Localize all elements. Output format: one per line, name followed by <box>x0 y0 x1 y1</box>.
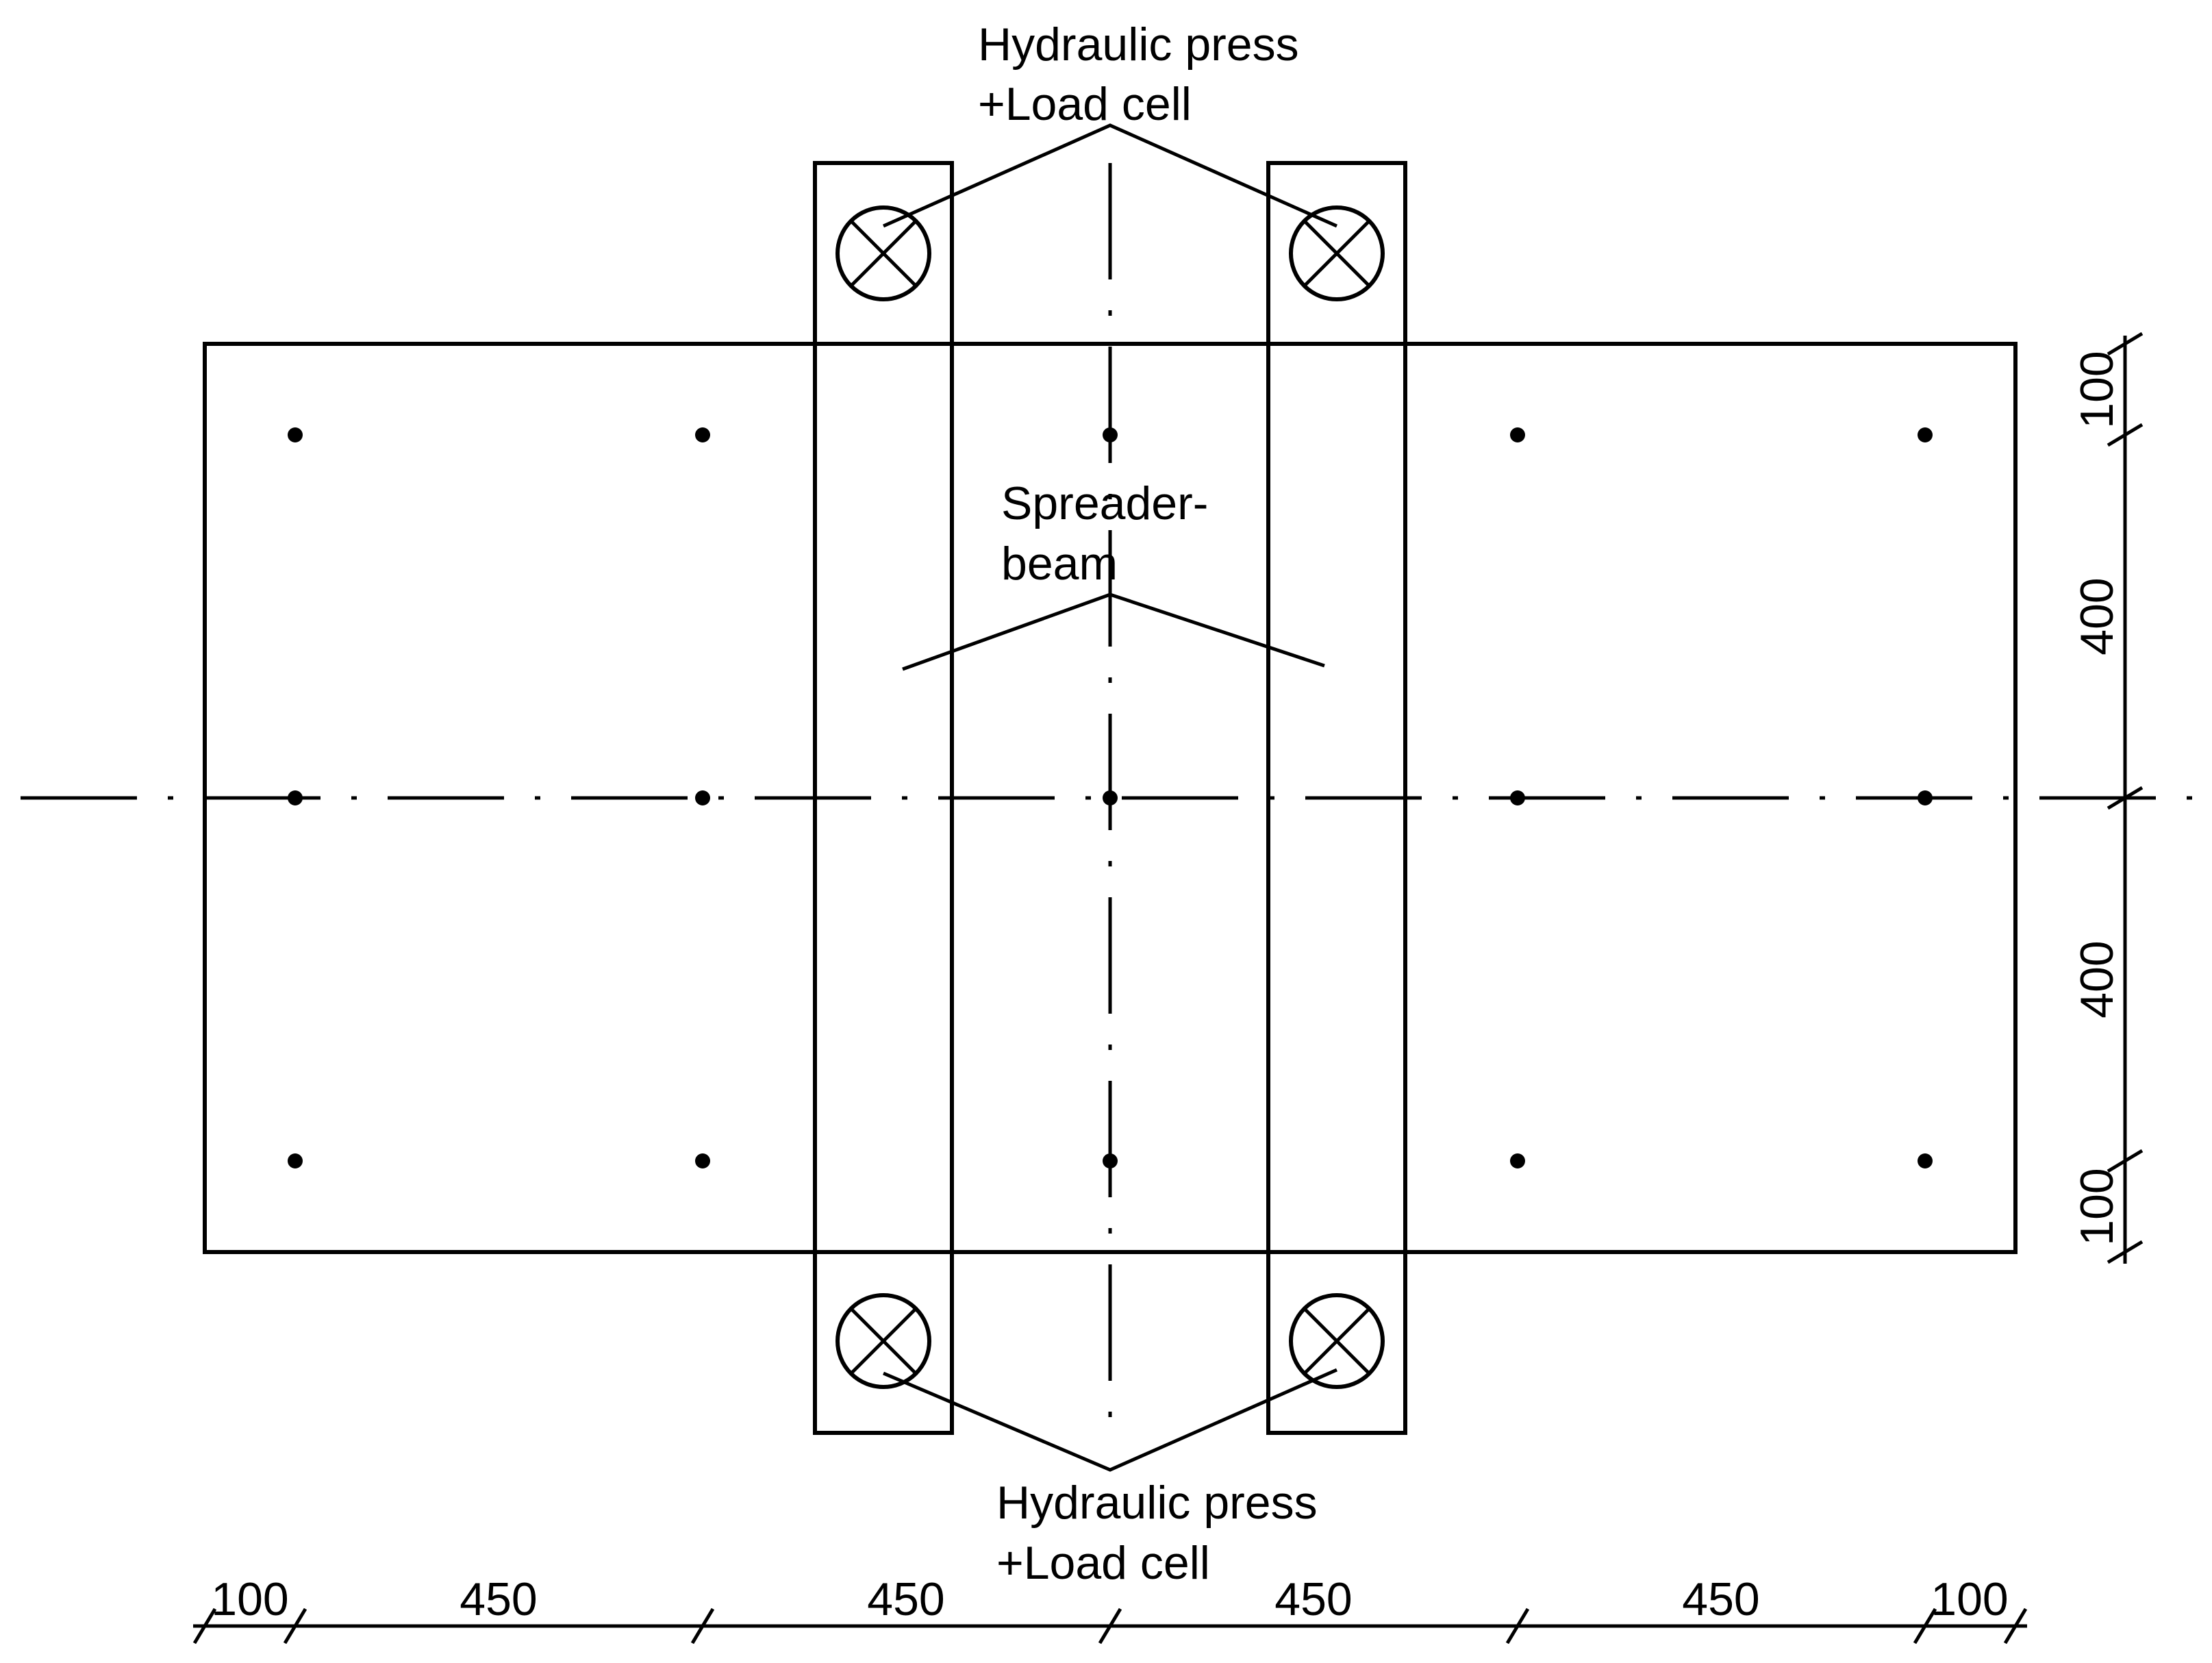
dim-bottom-5: 450 <box>1682 1573 1759 1625</box>
label-bottom-press-2: +Load cell <box>996 1537 1210 1589</box>
dot-icon <box>1918 427 1933 442</box>
dot-icon <box>1510 1153 1525 1168</box>
circle-cross-icon <box>835 205 931 301</box>
label-spreader-1: Spreader- <box>1001 477 1208 529</box>
dot-icon <box>288 427 303 442</box>
dot-icon <box>1510 790 1525 805</box>
label-bottom-press-1: Hydraulic press <box>996 1477 1318 1529</box>
dim-right-4: 100 <box>2071 1168 2123 1245</box>
dot-icon <box>695 790 710 805</box>
dimension-chain-right: 100 400 400 100 <box>2071 332 2144 1264</box>
dot-icon <box>1510 427 1525 442</box>
dimension-chain-bottom: 100 450 450 450 450 100 <box>192 1573 2028 1645</box>
dot-icon <box>1103 1153 1118 1168</box>
dim-right-2: 400 <box>2071 577 2123 655</box>
circle-cross-icon <box>835 1293 931 1389</box>
press-top-left <box>835 205 931 301</box>
leader-bottom-press <box>883 1368 1338 1472</box>
dot-icon <box>288 790 303 805</box>
dot-icon <box>1103 790 1118 805</box>
leader-top-press <box>882 123 1338 228</box>
press-bottom-right <box>1289 1293 1385 1389</box>
circle-cross-icon <box>1289 1293 1385 1389</box>
dim-right-1: 100 <box>2071 351 2123 428</box>
measurement-points <box>288 427 1933 1168</box>
dot-icon <box>1918 1153 1933 1168</box>
dot-icon <box>695 1153 710 1168</box>
press-top-right <box>1289 205 1385 301</box>
dot-icon <box>695 427 710 442</box>
dim-bottom-3: 450 <box>867 1573 944 1625</box>
label-top-press-1: Hydraulic press <box>978 18 1299 71</box>
dim-bottom-4: 450 <box>1274 1573 1352 1625</box>
dim-bottom-6: 100 <box>1931 1573 2008 1625</box>
dim-bottom-2: 450 <box>460 1573 537 1625</box>
dot-icon <box>1918 790 1933 805</box>
dim-right-3: 400 <box>2071 940 2123 1018</box>
dot-icon <box>288 1153 303 1168</box>
leader-spreader-beam <box>902 592 1325 671</box>
dim-bottom-1: 100 <box>211 1573 288 1625</box>
label-top-press-2: +Load cell <box>978 78 1192 130</box>
press-bottom-left <box>835 1293 931 1389</box>
dot-icon <box>1103 427 1118 442</box>
circle-cross-icon <box>1289 205 1385 301</box>
label-spreader-2: beam <box>1001 538 1118 590</box>
